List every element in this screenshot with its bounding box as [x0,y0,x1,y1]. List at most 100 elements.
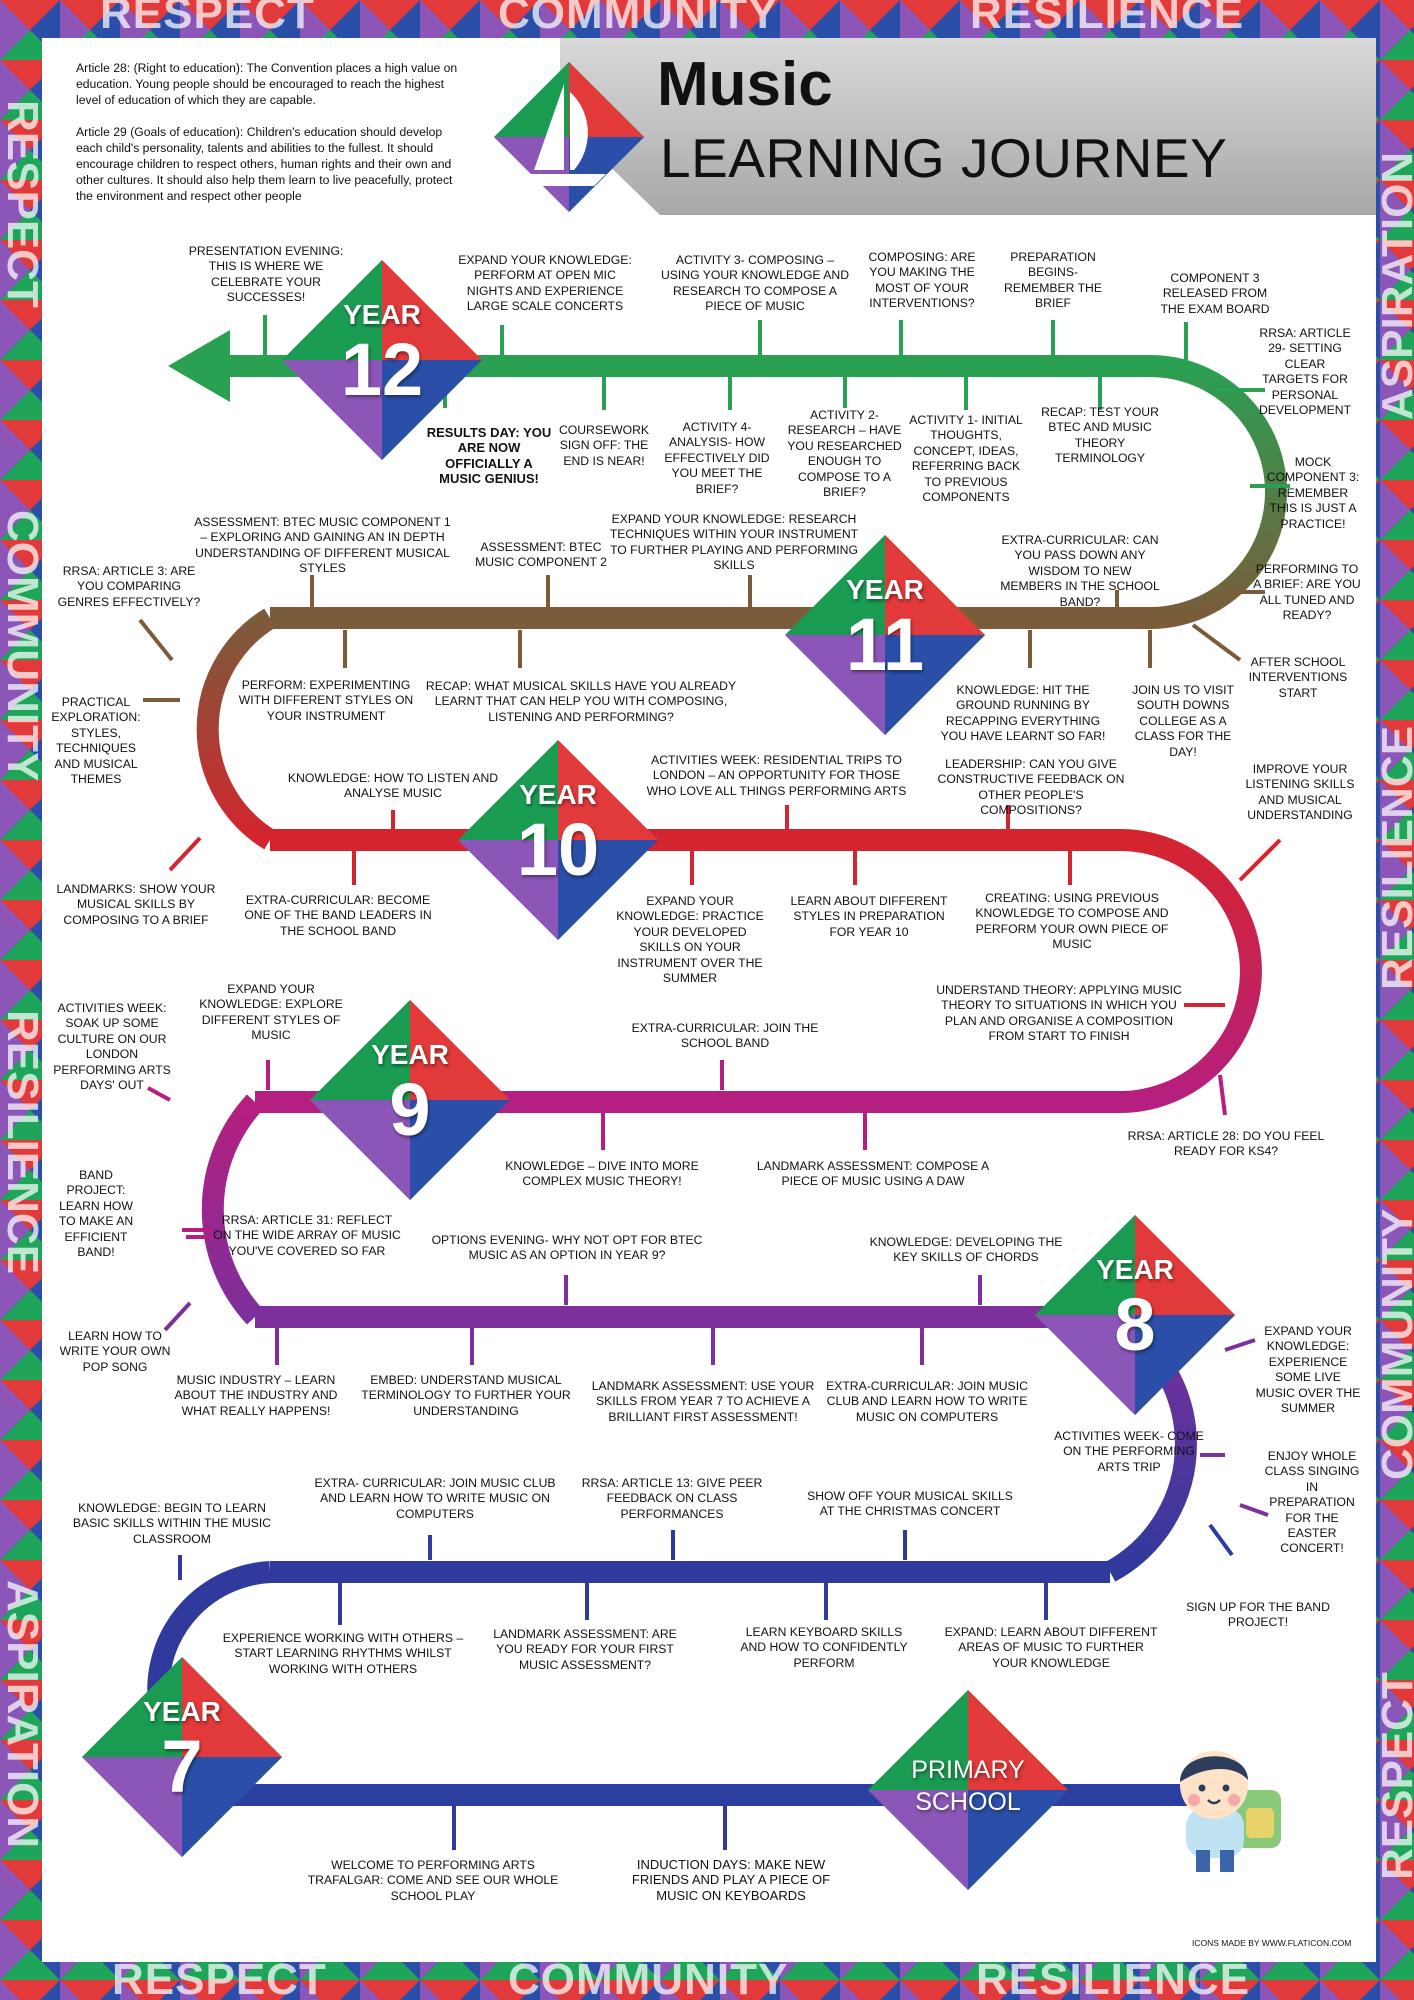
diamond-icon [785,535,985,735]
diamond-icon [310,1000,510,1200]
page-title: Music [657,50,833,119]
milestone-label: EXPAND YOUR KNOWLEDGE: PERFORM AT OPEN M… [458,253,632,314]
article-29-text: Article 29 (Goals of education): Childre… [76,124,453,204]
header-band [560,38,1376,215]
border-word-bottom-community: COMMUNITY [508,1955,789,2000]
milestone-label: RECAP: WHAT MUSICAL SKILLS HAVE YOU ALRE… [425,679,737,724]
year-number: 12 [340,328,424,411]
diamond-icon [282,260,482,460]
milestone-label: EXTRA- CURRICULAR: JOIN MUSIC CLUB AND L… [314,1476,556,1521]
milestone-label: IMPROVE YOUR LISTENING SKILLS AND MUSICA… [1245,762,1355,823]
milestone-label: COURSEWORK SIGN OFF: THE END IS NEAR! [558,423,650,468]
milestone-label: ACTIVITIES WEEK: RESIDENTIAL TRIPS TO LO… [646,753,907,798]
milestone-label: ACTIVITY 1- INITIAL THOUGHTS, CONCEPT, I… [909,413,1023,505]
milestone-label: EXTRA-CURRICULAR: JOIN MUSIC CLUB AND LE… [826,1379,1028,1424]
milestone-label: EXTRA-CURRICULAR: JOIN THE SCHOOL BAND [631,1021,819,1051]
primary-label: PRIMARY SCHOOL [868,1754,1068,1818]
milestone-label: LEARN HOW TO WRITE YOUR OWN POP SONG [59,1329,171,1374]
diamond-icon [868,1690,1068,1890]
border-word-bottom-resilience: RESILIENCE [976,1955,1251,2000]
icon-credit: ICONS MADE BY WWW.FLATICON.COM [1192,1938,1352,1948]
milestone-label: UNDERSTAND THEORY: APPLYING MUSIC THEORY… [936,983,1182,1044]
year-8-badge: YEAR 8 [1035,1215,1235,1415]
intro-text: Article 28: (Right to education): The Co… [76,60,471,220]
milestone-label: COMPONENT 3 RELEASED FROM THE EXAM BOARD [1160,271,1270,316]
milestone-label: EXPAND YOUR KNOWLEDGE: EXPERIENCE SOME L… [1255,1324,1361,1416]
milestone-label: PRESENTATION EVENING: THIS IS WHERE WE C… [188,244,344,305]
milestone-label: RRSA: ARTICLE 13: GIVE PEER FEEDBACK ON … [581,1476,763,1521]
milestone-label: KNOWLEDGE: DEVELOPING THE KEY SKILLS OF … [869,1235,1063,1265]
milestone-label: OPTIONS EVENING- WHY NOT OPT FOR BTEC MU… [431,1233,703,1263]
milestone-label: RECAP: TEST YOUR BTEC AND MUSIC THEORY T… [1041,405,1159,466]
year-10-badge: YEAR 10 [458,740,658,940]
milestone-label: RRSA: ARTICLE 29- SETTING CLEAR TARGETS … [1258,326,1352,418]
milestone-label: WELCOME TO PERFORMING ARTS TRAFALGAR: CO… [307,1858,559,1903]
primary-label-line1: PRIMARY [911,1756,1025,1784]
milestone-label: SIGN UP FOR THE BAND PROJECT! [1186,1600,1330,1630]
milestone-label: ASSESSMENT: BTEC MUSIC COMPONENT 1 – EXP… [194,515,451,576]
year-label: YEAR [519,779,597,810]
milestone-label: KNOWLEDGE: BEGIN TO LEARN BASIC SKILLS W… [72,1501,272,1546]
year-number: 11 [845,603,925,686]
border-word-top-respect: RESPECT [100,0,315,38]
year-label: YEAR [371,1039,449,1070]
milestone-label: RESULTS DAY: YOU ARE NOW OFFICIALLY A MU… [426,425,552,487]
year-12-badge: YEAR 12 [282,260,482,460]
milestone-label: PRACTICAL EXPLORATION: STYLES, TECHNIQUE… [51,695,141,787]
child-icon [1180,1751,1281,1872]
milestone-label: ACTIVITY 2- RESEARCH – HAVE YOU RESEARCH… [787,408,902,500]
diamond-icon [458,740,658,940]
milestone-label: RRSA: ARTICLE 3: ARE YOU COMPARING GENRE… [57,564,201,609]
milestone-label: EXPAND: LEARN ABOUT DIFFERENT AREAS OF M… [944,1625,1158,1670]
milestone-label: MOCK COMPONENT 3: REMEMBER THIS IS JUST … [1266,455,1360,531]
milestone-label: INDUCTION DAYS: MAKE NEW FRIENDS AND PLA… [631,1857,831,1903]
milestone-label: EXPAND YOUR KNOWLEDGE: PRACTICE YOUR DEV… [616,894,764,986]
milestone-label: LANDMARK ASSESSMENT: COMPOSE A PIECE OF … [756,1159,990,1189]
year-number: 9 [389,1068,431,1151]
year-number: 7 [161,1725,203,1808]
year-label: YEAR [143,1696,221,1727]
milestone-label: EXPAND YOUR KNOWLEDGE: RESEARCH TECHNIQU… [609,512,859,573]
milestone-label: PREPARATION BEGINS- REMEMBER THE BRIEF [1004,250,1102,311]
diamond-icon [1035,1215,1235,1415]
milestone-label: LEADERSHIP: CAN YOU GIVE CONSTRUCTIVE FE… [937,757,1125,818]
milestone-label: RRSA: ARTICLE 28: DO YOU FEEL READY FOR … [1127,1129,1325,1159]
year-11-badge: YEAR 11 [785,535,985,735]
year-number: 10 [516,808,600,891]
milestone-label: LANDMARKS: SHOW YOUR MUSICAL SKILLS BY C… [56,882,216,927]
primary-label-line2: SCHOOL [915,1788,1021,1816]
year-label: YEAR [846,574,924,605]
milestone-label: JOIN US TO VISIT SOUTH DOWNS COLLEGE AS … [1132,683,1234,759]
milestone-label: RRSA: ARTICLE 31: REFLECT ON THE WIDE AR… [213,1213,401,1258]
milestone-label: EXPERIENCE WORKING WITH OTHERS – START L… [222,1631,464,1676]
year-7-badge: YEAR 7 [82,1657,282,1857]
milestone-label: ACTIVITY 3- COMPOSING – USING YOUR KNOWL… [660,253,850,314]
milestone-label: ACTIVITY 4- ANALYSIS- HOW EFFECTIVELY DI… [664,420,770,496]
milestone-label: KNOWLEDGE: HIT THE GROUND RUNNING BY REC… [940,683,1106,744]
year-number: 8 [1114,1283,1156,1366]
school-logo [494,62,644,212]
border-word-top-resilience: RESILIENCE [970,0,1245,38]
milestone-label: ACTIVITIES WEEK- COME ON THE PERFORMING … [1054,1429,1204,1474]
milestone-label: KNOWLEDGE: HOW TO LISTEN AND ANALYSE MUS… [287,771,499,801]
milestone-label: COMPOSING: ARE YOU MAKING THE MOST OF YO… [868,250,976,311]
year-label: YEAR [343,299,421,330]
milestone-label: EMBED: UNDERSTAND MUSICAL TERMINOLOGY TO… [361,1373,571,1418]
milestone-label: PERFORMING TO A BRIEF: ARE YOU ALL TUNED… [1253,562,1361,623]
milestone-label: SHOW OFF YOUR MUSICAL SKILLS AT THE CHRI… [807,1489,1013,1519]
year-label: YEAR [1096,1254,1174,1285]
milestone-label: KNOWLEDGE – DIVE INTO MORE COMPLEX MUSIC… [505,1159,699,1189]
milestone-label: EXTRA-CURRICULAR: CAN YOU PASS DOWN ANY … [1000,533,1160,609]
milestone-label: MUSIC INDUSTRY – LEARN ABOUT THE INDUSTR… [174,1373,338,1418]
milestone-label: PERFORM: EXPERIMENTING WITH DIFFERENT ST… [238,678,414,723]
milestone-label: AFTER SCHOOL INTERVENTIONS START [1248,655,1348,700]
milestone-label: EXPAND YOUR KNOWLEDGE: EXPLORE DIFFERENT… [199,982,343,1043]
milestone-label: LEARN ABOUT DIFFERENT STYLES IN PREPARAT… [790,894,948,939]
milestone-label: BAND PROJECT: LEARN HOW TO MAKE AN EFFIC… [58,1168,134,1260]
article-28-text: Article 28: (Right to education): The Co… [76,61,458,108]
milestone-label: LEARN KEYBOARD SKILLS AND HOW TO CONFIDE… [740,1625,908,1670]
milestone-label: ACTIVITIES WEEK: SOAK UP SOME CULTURE ON… [53,1001,171,1093]
